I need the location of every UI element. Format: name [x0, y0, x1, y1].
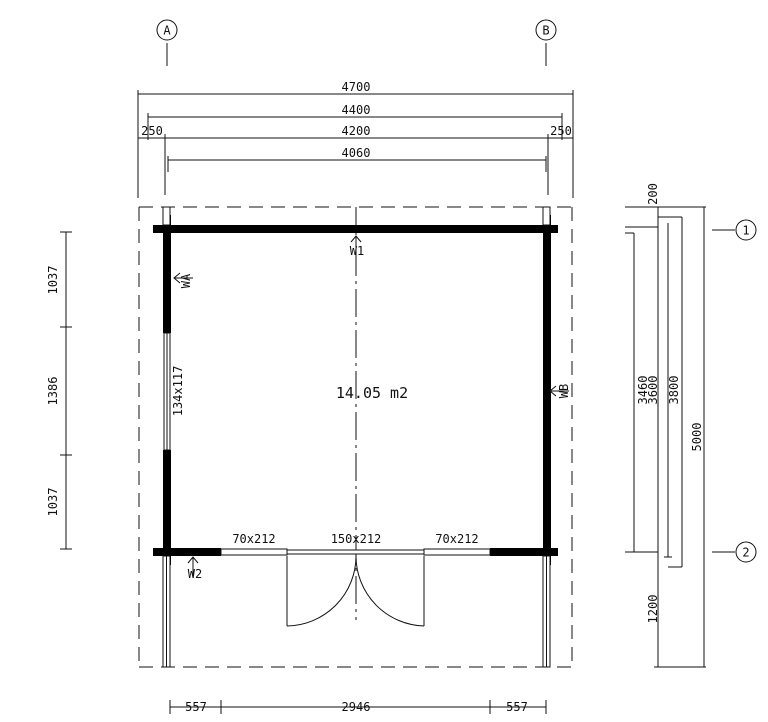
wall-left-upper [163, 215, 171, 333]
wall-marker-w2-label: W2 [188, 567, 202, 581]
roof-outline [138, 206, 573, 668]
front-window-left [220, 548, 288, 556]
wall-bottom-right [490, 548, 558, 556]
dim-right-ridge: 200 [646, 183, 660, 205]
dim-overall-width: 4700 [342, 80, 371, 94]
wall-right [543, 215, 551, 565]
grid-axis-1: 1 [712, 219, 757, 241]
dim-inner-width: 4060 [342, 146, 371, 160]
dim-left-upper: 1037 [46, 266, 60, 295]
wall-marker-w2: W2 [187, 556, 202, 581]
door-threshold [286, 549, 425, 555]
grid-axis-a: A [156, 19, 178, 66]
grid-axis-b: B [535, 19, 557, 66]
front-window-left-label: 70x212 [232, 532, 275, 546]
porch-posts [162, 206, 551, 668]
grid-label-2: 2 [742, 546, 749, 560]
dim-left-middle: 1386 [46, 377, 60, 406]
front-openings [220, 548, 491, 627]
dim-right-roof: 3800 [667, 376, 681, 405]
dim-right-overall: 5000 [690, 423, 704, 452]
dim-right-walls: 3600 [646, 376, 660, 405]
door-swing-right [355, 555, 425, 627]
left-window-label: 134x117 [171, 366, 185, 417]
wall-top [153, 225, 558, 233]
dim-overhang-right: 250 [550, 124, 572, 138]
left-window [163, 332, 171, 451]
dim-roof-width: 4400 [342, 103, 371, 117]
dim-bottom-right: 557 [506, 700, 528, 714]
dim-right-porch: 1200 [646, 595, 660, 624]
bottom-dimension-lines [169, 700, 547, 714]
front-window-right [423, 548, 491, 556]
grid-label-a: A [163, 24, 171, 38]
left-dimension-lines [60, 231, 72, 550]
grid-axis-2: 2 [712, 541, 757, 563]
grid-label-1: 1 [742, 224, 749, 238]
dim-bottom-left: 557 [185, 700, 207, 714]
grid-label-b: B [542, 24, 549, 38]
top-dimension-lines [137, 90, 574, 198]
dim-overhang-left: 250 [141, 124, 163, 138]
room-area-label: 14.05 m2 [336, 384, 408, 402]
dim-right-inner: 3460 [636, 376, 650, 405]
wall-left-lower [163, 450, 171, 565]
wall-bottom-left [153, 548, 221, 556]
door-swing-left [286, 555, 357, 627]
wall-marker-w1-label: W1 [350, 244, 364, 258]
dim-left-lower: 1037 [46, 488, 60, 517]
dim-bottom-middle: 2946 [342, 700, 371, 714]
right-dimension-lines [625, 206, 706, 668]
front-door-label: 150x212 [331, 532, 382, 546]
wall-marker-wa: WA [173, 272, 193, 288]
front-window-right-label: 70x212 [435, 532, 478, 546]
wall-marker-wa-label: WA [179, 273, 193, 288]
wall-marker-wb: WB [549, 384, 571, 398]
wall-marker-wb-label: WB [557, 384, 571, 398]
walls [153, 215, 558, 565]
wall-marker-w1: W1 [350, 235, 364, 258]
dim-wall-width: 4200 [342, 124, 371, 138]
